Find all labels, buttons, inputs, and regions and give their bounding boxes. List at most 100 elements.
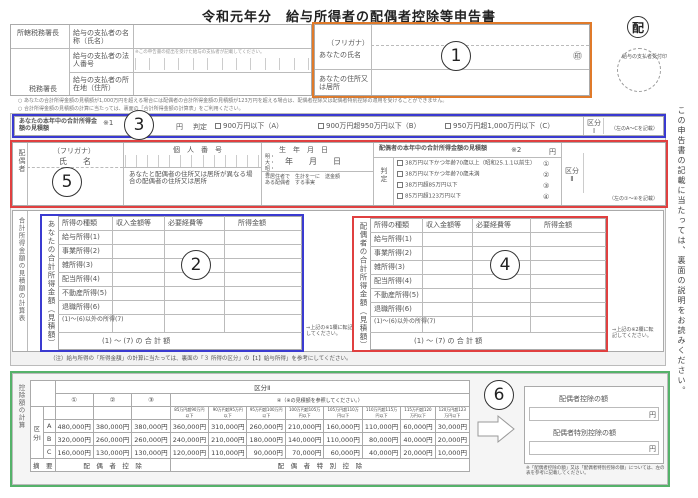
checkbox-icon [215,123,221,129]
result-box: 配偶者控除の額 円 配偶者特別控除の額 円 [524,386,664,464]
section3-row: あなたの本年中の合計所得金額の見積額 ※1 円 判定 900万円以下（A） 90… [14,116,664,136]
cell-a-5: 310,000円 [208,419,248,433]
special-deduction-field[interactable]: 円 [529,441,659,455]
section5-class-note: （左の①〜④を記載） [609,196,658,202]
spouse-option-3[interactable]: 38万円超85万円以下 [397,182,458,189]
section2-note: （注）給与所得の「所得金額」の計算に当たっては、裏面の「３ 所得の区分」の【1】… [50,356,352,362]
spouse-id-boxes[interactable] [125,155,259,167]
spouse-option-1[interactable]: 38万円以下かつ年齢70歳以上（昭和25.1.1以前生） [397,160,536,167]
cell-b-3: 260,000円 [131,432,171,446]
section5-side-label: 配偶者 [18,149,26,173]
section2-head-type: 所得の種類 [62,219,97,227]
section2-row-2: 事業所得(2) [62,247,100,255]
section5-id-label: 個 人 番 号 [173,146,222,154]
section2-side-label: あなたの合計所得金額（見積額） [47,220,56,348]
highlight-box-2 [40,214,304,352]
checkbox-icon [397,182,403,188]
tax-office-label: 所轄税務署長 [17,29,59,37]
section5-block: 配偶者 （フリガナ） 氏 名 個 人 番 号 あなたと配偶者の住所又は居所が異な… [12,142,666,206]
section4-row-6: 退職所得(6) [374,305,412,313]
section3-option-a[interactable]: 900万円以下（A） [215,122,283,130]
section4-row-1: 給与所得(1) [374,235,412,243]
class2-header: 区分Ⅱ [54,380,470,394]
section5-furigana: （フリガナ） [53,147,95,155]
section4-arrow-note: ⇒上記の※2欄に転記してください。 [612,327,654,339]
highlight-box-6 [10,371,670,487]
section2-row-7: (1)〜(6)以外の所得(7) [62,316,124,323]
section2-head-income: 収入金額等 [116,219,151,227]
section2: あなたの合計所得金額（見積額） 所得の種類 収入金額等 必要経費等 所得金額 給… [42,216,302,350]
spouse-option-2[interactable]: 38万円以下かつ年齢70歳未満 [397,171,480,178]
checkbox-icon [397,193,403,199]
footer-right: 配 偶 者 特 別 控 除 [169,458,471,472]
marker-1: 1 [441,41,471,71]
section2-total-label: (1) 〜 (7) の 合 計 額 [102,337,171,345]
option-num-4: ④ [543,193,550,201]
highlight-box-1 [312,22,592,98]
cell-a-8: 160,000円 [323,419,363,433]
section3-option-b[interactable]: 900万円超950万円以下（B） [318,122,421,130]
result-yen-1: 円 [649,411,656,419]
deduction-table: 区分Ⅱ ① ② ③ ④（※の見積額を参照してください。） 区分Ⅰ 85万円超90… [30,380,471,472]
section3-option-c[interactable]: 950万円超1,000万円以下（C） [445,122,554,130]
marker-3: 3 [124,110,154,140]
result-note: ※「配偶者控除の額」又は「配偶者特別控除の額」については、左の表を参考に記載して… [526,466,665,477]
highlight-box-4 [352,216,608,352]
section2-row-6: 退職所得(6) [62,303,100,311]
highlight-box-5 [10,140,668,208]
footer-mid: 配 偶 者 控 除 [54,458,171,472]
note-line-1: ○ あなたの合計所得金額の見積額が1,000万円を超える場合には配偶者の合計所得… [18,98,448,104]
section3-yen: 円 [176,123,183,131]
section5-birth-label: 生 年 月 日 [279,146,328,154]
col-head-3: 95万円超100万円以下 [246,406,286,420]
section3-judge: 判定 [193,123,207,131]
col-head-8: 120万円超123万円以下 [434,406,471,420]
section4: 配偶者の合計所得金額（見積額） 所得の種類 収入金額等 必要経費等 所得金額 給… [354,218,606,350]
spouse-option-4[interactable]: 85万円超123万円以下 [397,193,461,200]
spouse-deduction-field[interactable]: 円 [529,407,659,421]
section5-judge: 判定 [380,167,388,183]
section2-head-expense: 必要経費等 [168,219,203,227]
section3-mark: ※1 [103,119,114,127]
receipt-stamp-circle: 給与の支払者受付印 [617,48,667,92]
section5-id-note: あなたと配偶者の住所又は居所が異なる場合の配偶者の住所又は居所 [129,170,253,186]
cell-a-7: 210,000円 [284,419,325,433]
cell-c-7: 70,000円 [284,445,325,459]
section3-class-label: 区分Ⅰ [587,119,601,136]
section2-arrow-note: ⇒上記の※1欄に転記してください。 [306,325,353,337]
option-num-2: ② [543,171,550,179]
section4-row-7: (1)〜(6)以外の所得(7) [374,318,436,325]
payer-number-boxes[interactable] [135,58,310,70]
section6-side-label: 控除額の計算 [17,384,25,429]
highlight-box-3 [12,114,666,138]
note-line-2: ○ 合計所得金額の見積額の計算に当たっては、裏面の「合計所得金額の計算表」をご利… [18,106,244,112]
option-num-1: ① [543,160,550,168]
section4-side-label: 配偶者の合計所得金額（見積額） [359,222,368,350]
section5-ymd: 年 月 日 [285,157,341,166]
checkbox-icon [445,123,451,129]
checkbox-icon [397,160,403,166]
cell-a-6: 260,000円 [246,419,286,433]
marker-5: 5 [52,167,82,197]
col-head-4: 100万円超105万円以下 [284,406,325,420]
marker-4: 4 [490,250,520,280]
cell-c-11: 10,000円 [434,445,471,459]
col-num-1: ① [54,393,94,407]
section4-row-4: 配当所得(4) [374,277,412,285]
cell-b-4: 240,000円 [169,432,210,446]
section4-row-2: 事業所得(2) [374,249,412,257]
payer-name-label: 給与の支払者の名称（氏名） [73,29,129,46]
section4-grid [370,218,606,350]
section5-name-label: 氏 名 [59,157,91,166]
result-yen-2: 円 [649,445,656,453]
cell-c-3: 130,000円 [131,445,171,459]
section4-head-expense: 必要経費等 [476,221,511,229]
seal-mark: ㊞ [573,52,583,62]
payer-number-note: ※この申告書の提出を受けた給与の支払者が記載してください。 [135,50,265,55]
section4-head-amount: 所得金額 [544,221,572,229]
payer-block: 所轄税務署長 税務署長 給与の支払者の名称（氏名） 給与の支払者の法人番号 ※こ… [10,24,312,96]
cell-b-5: 210,000円 [208,432,248,446]
cell-b-6: 180,000円 [246,432,286,446]
section5-yen: 円 [549,148,556,156]
section5-remit: 送金額 [325,174,341,180]
